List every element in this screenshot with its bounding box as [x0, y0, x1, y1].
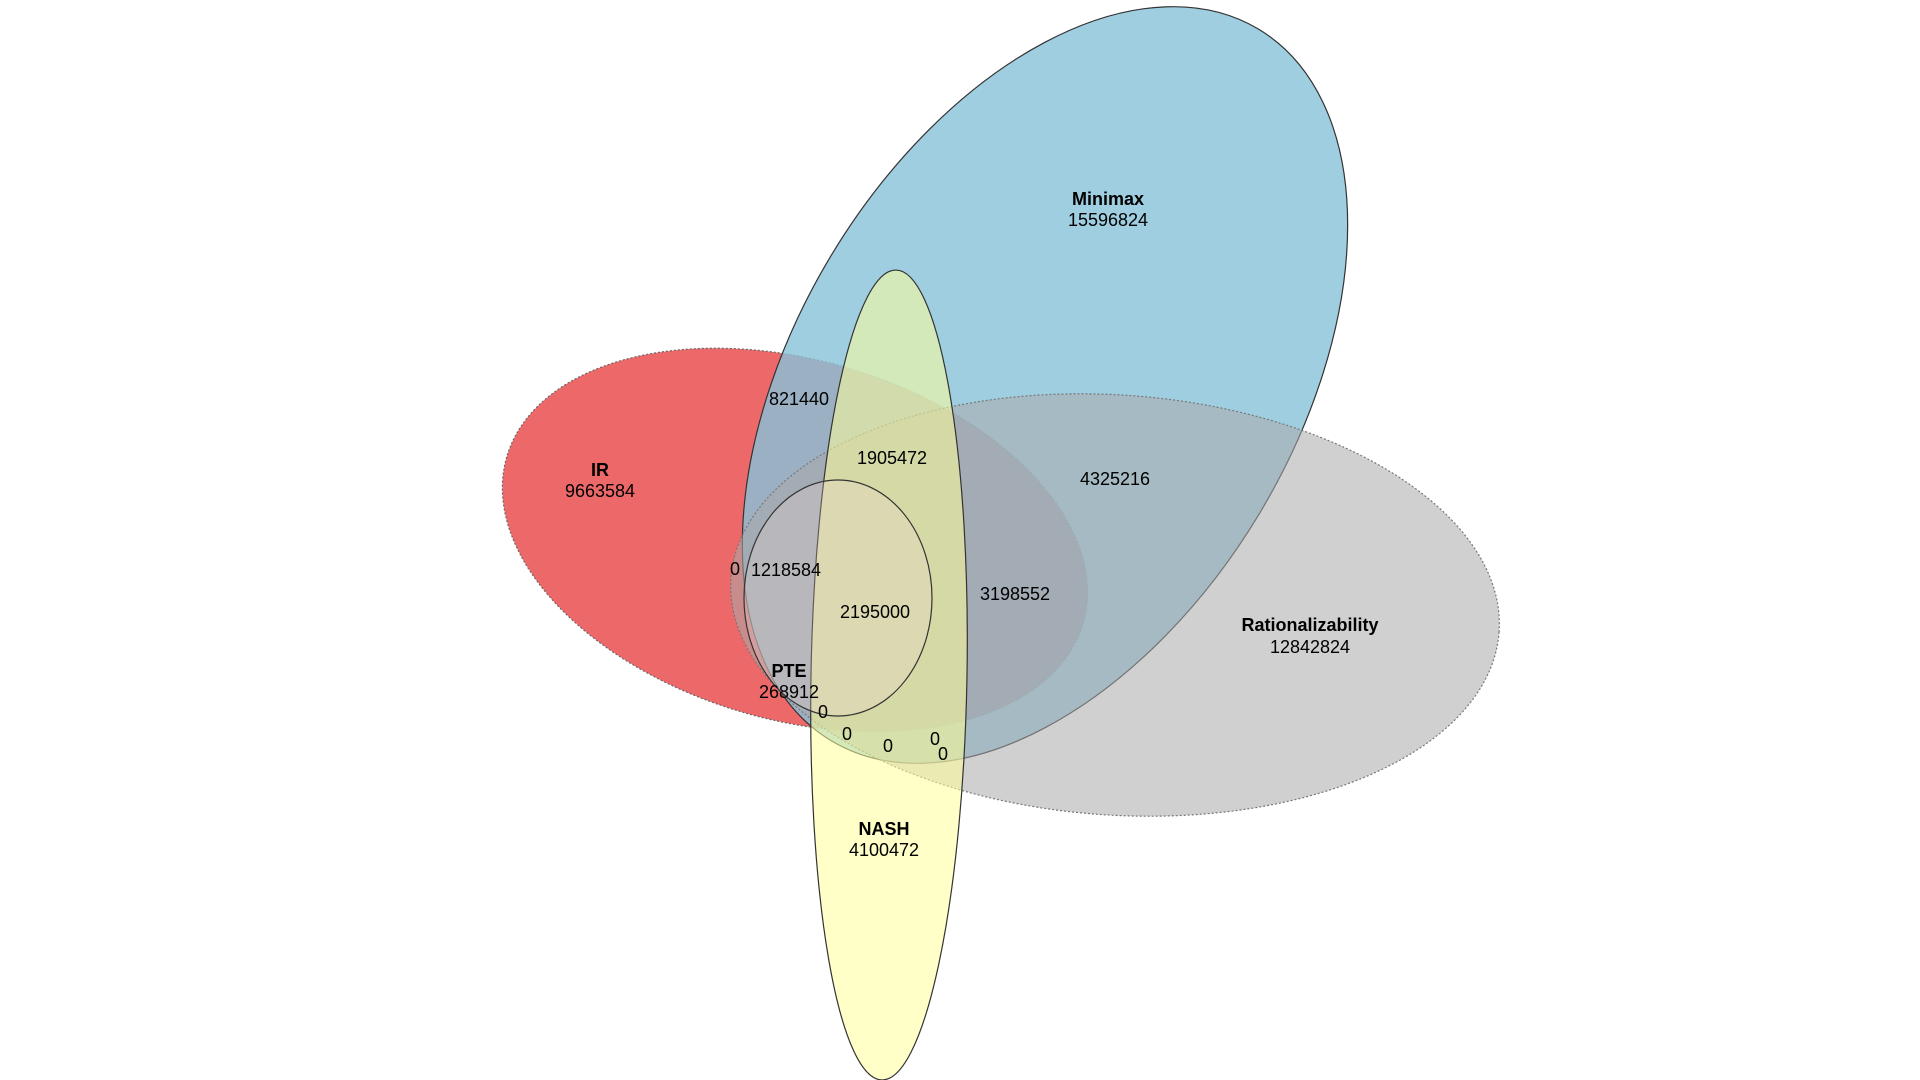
region-count: 2195000 [840, 602, 910, 622]
pte-title: PTE [771, 661, 806, 681]
minimax-title: Minimax [1072, 189, 1144, 209]
rationalizability-title: Rationalizability [1241, 615, 1378, 635]
region-count: 0 [930, 729, 940, 749]
region-count: 1905472 [857, 448, 927, 468]
region-count: 1218584 [751, 560, 821, 580]
nash-count: 4100472 [849, 840, 919, 860]
minimax-count: 15596824 [1068, 210, 1148, 230]
region-count: 0 [818, 702, 828, 722]
pte-set-ellipse [743, 479, 933, 717]
region-count: 0 [842, 724, 852, 744]
region-count: 0 [730, 559, 740, 579]
rationalizability-count: 12842824 [1270, 637, 1350, 657]
region-count: 0 [883, 736, 893, 756]
nash-title: NASH [858, 819, 909, 839]
pte-count: 268912 [759, 682, 819, 702]
region-count: 3198552 [980, 584, 1050, 604]
region-count: 4325216 [1080, 469, 1150, 489]
region-count: 821440 [769, 389, 829, 409]
ir-title: IR [591, 460, 609, 480]
ir-count: 9663584 [565, 481, 635, 501]
region-count: 0 [938, 744, 948, 764]
